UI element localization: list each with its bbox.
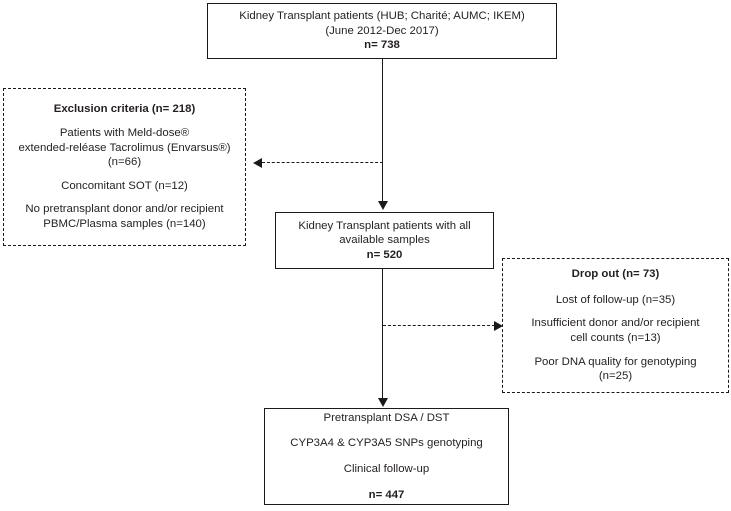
dropout-item-3: cell counts (n=13)	[570, 332, 661, 344]
exclusion-heading: Exclusion criteria (n= 218)	[53, 103, 196, 116]
all-samples-line-1: Kidney Transplant patients with all	[298, 219, 471, 232]
connector-exclusion-branch-line	[262, 162, 383, 163]
node-exclusion-criteria: Exclusion criteria (n= 218) Patients wit…	[3, 88, 246, 246]
node-enrolled-cohort: Kidney Transplant patients (HUB; Charité…	[207, 3, 557, 59]
final-line-3: Clinical follow-up	[343, 463, 430, 475]
node-final-analysis-set: Pretransplant DSA / DST CYP3A4 & CYP3A5 …	[264, 408, 509, 505]
arrow-left-icon	[253, 158, 262, 168]
enrolled-count: n= 738	[364, 39, 400, 52]
node-drop-out: Drop out (n= 73) Lost of follow-up (n=35…	[502, 258, 729, 393]
exclusion-item-6: PBMC/Plasma samples (n=140)	[43, 217, 206, 230]
connector-all-samples-to-final-line	[382, 269, 383, 399]
dropout-item-1: Lost of follow-up (n=35)	[555, 293, 676, 306]
all-samples-count: n= 520	[366, 248, 403, 261]
final-count: n= 447	[368, 488, 405, 501]
exclusion-item-2: extended-reléase Tacrolimus (Envarsus®)	[18, 141, 231, 154]
connector-enrolled-to-all-samples-line	[382, 59, 383, 201]
dropout-item-4: Poor DNA quality for genotyping	[534, 355, 697, 368]
exclusion-item-3: (n=66)	[107, 156, 142, 169]
dropout-item-2: Insufficient donor and/or recipient	[531, 317, 700, 330]
dropout-item-5: (n=25)	[598, 370, 633, 383]
final-line-1: Pretransplant DSA / DST	[323, 411, 450, 424]
connector-dropout-branch-line	[383, 325, 495, 326]
exclusion-item-5: No pretransplant donor and/or recipient	[25, 203, 224, 216]
enrolled-line-2: (June 2012-Dec 2017)	[325, 24, 439, 37]
dropout-heading: Drop out (n= 73)	[571, 268, 660, 281]
node-patients-with-all-samples: Kidney Transplant patients with all avai…	[275, 212, 494, 269]
final-line-2: CYP3A4 & CYP3A5 SNPs genotyping	[290, 437, 483, 450]
exclusion-item-1: Patients with Meld-dose®	[59, 127, 190, 140]
exclusion-item-4: Concomitant SOT (n=12)	[61, 179, 188, 192]
all-samples-line-2: available samples	[339, 234, 430, 247]
arrow-down-icon	[378, 398, 388, 407]
arrow-right-icon	[494, 321, 503, 331]
arrow-down-icon	[378, 201, 388, 210]
enrolled-line-1: Kidney Transplant patients (HUB; Charité…	[239, 10, 525, 23]
